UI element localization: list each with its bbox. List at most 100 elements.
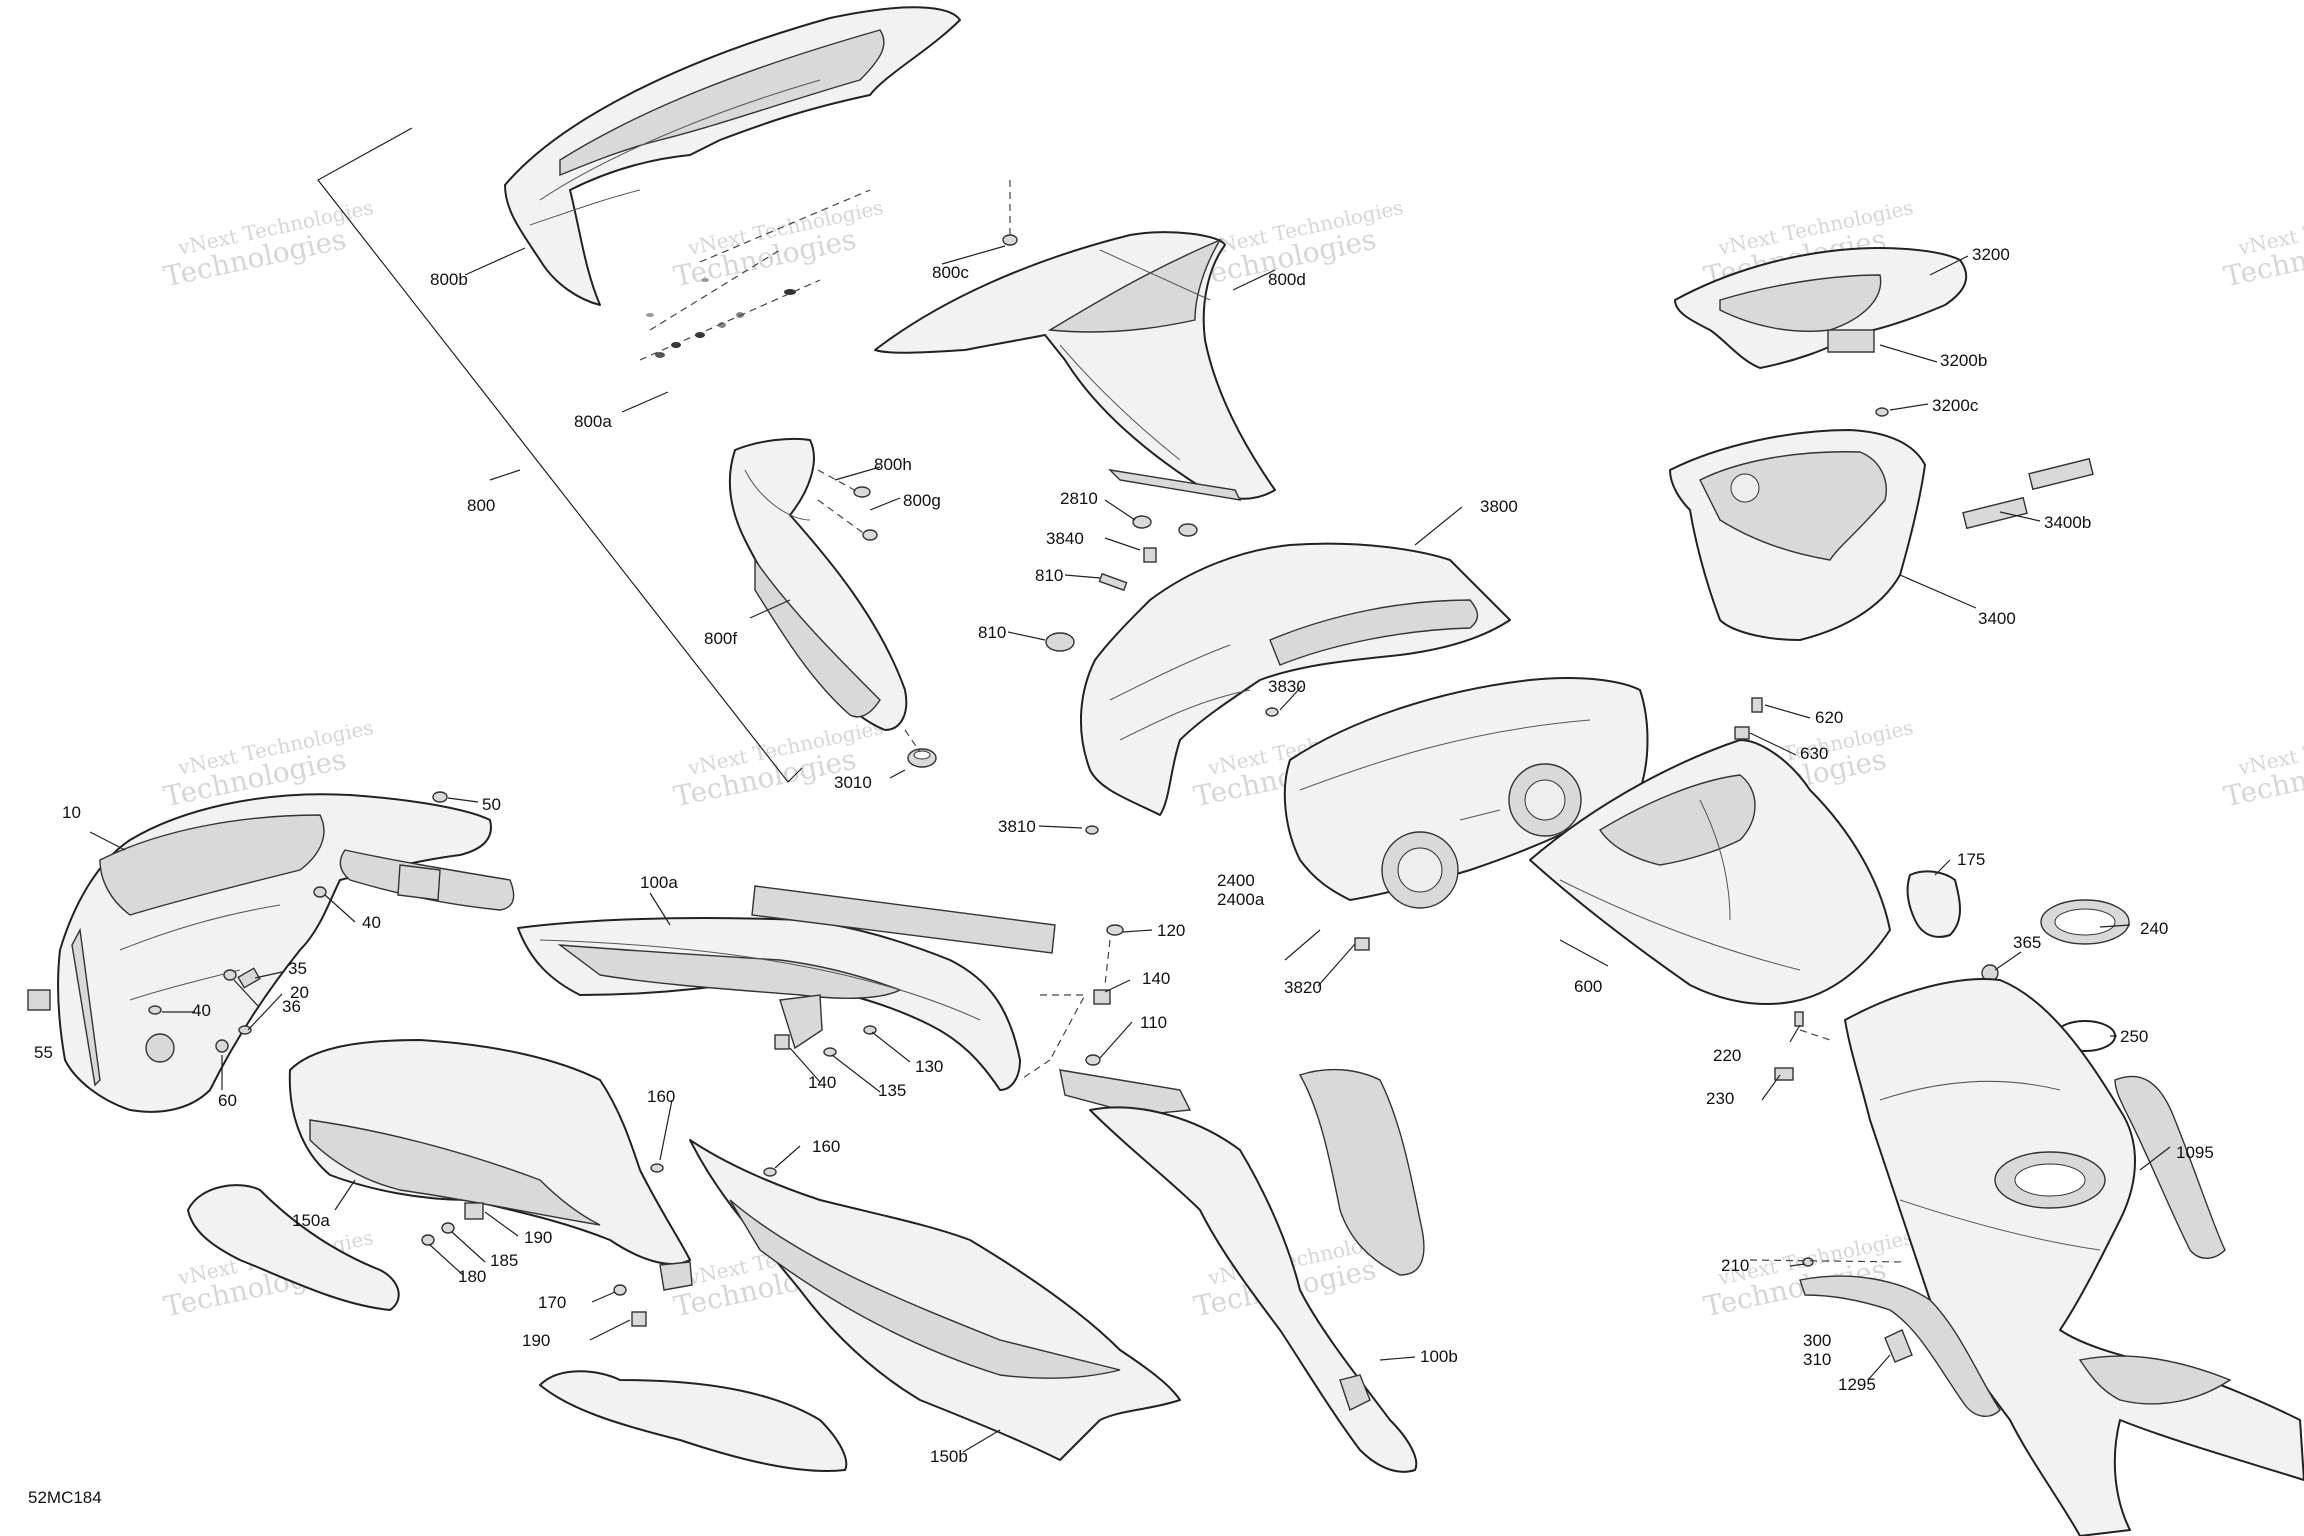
callout-label: 1095 (2176, 1143, 2214, 1162)
callout-label: 365 (2013, 933, 2041, 952)
callout-label: 160 (647, 1087, 675, 1106)
part-3800-headlight-support (1080, 542, 1511, 816)
part-1095-side-strip (2114, 1075, 2226, 1259)
callout-label: 150a (292, 1211, 330, 1230)
callout-label: 150b (930, 1447, 968, 1466)
callout-label: 160 (812, 1137, 840, 1156)
callout-label: 130 (915, 1057, 943, 1076)
part-150b-lower-side (689, 1139, 1181, 1461)
callout-label: 135 (878, 1081, 906, 1100)
callout-label: 180 (458, 1267, 486, 1286)
callout-label: 185 (490, 1251, 518, 1270)
part-150b-trim (539, 1370, 848, 1472)
part-800c-clip (1002, 180, 1018, 246)
callout-label: 250 (2120, 1027, 2148, 1046)
part-600-front-tub (1529, 739, 1891, 1006)
callout-label: 230 (1706, 1089, 1734, 1108)
callout-label: 36 (282, 997, 301, 1016)
callout-label: 190 (524, 1228, 552, 1247)
part-3400-storage-bin (1669, 429, 1926, 641)
callout-labels: 800b 800c 800d 800a 800 800h 800g 800f 3… (34, 245, 2214, 1466)
part-small-fasteners-left (27, 791, 448, 1053)
part-stripe (751, 885, 1056, 954)
part-800a-fasteners (639, 189, 871, 361)
callout-label: 170 (538, 1293, 566, 1312)
callout-label: 100a (640, 873, 678, 892)
callout-label: 800d (1268, 270, 1306, 289)
part-800f-side-trim (728, 437, 908, 731)
part-1295-strip (1749, 1257, 2001, 1417)
callout-label: 630 (1800, 744, 1828, 763)
part-800b-windshield (504, 6, 961, 306)
part-10-front-nose (56, 793, 492, 1113)
diagram-code: 52MC184 (28, 1488, 102, 1507)
callout-label: 3400 (1978, 609, 2016, 628)
callout-label: 20 (290, 983, 309, 1002)
callout-label: 800f (704, 629, 737, 648)
callout-label: 3800 (1480, 497, 1518, 516)
callout-label: 2400a (1217, 890, 1265, 909)
callout-label: 3200c (1932, 396, 1979, 415)
callout-label: 1295 (1838, 1375, 1876, 1394)
callout-label: 3810 (998, 817, 1036, 836)
callout-label: 810 (978, 623, 1006, 642)
group-800-bracket (317, 127, 803, 783)
part-800d-side-panel (874, 231, 1276, 501)
part-220-230-clips (1774, 1011, 1831, 1081)
callout-label: 3840 (1046, 529, 1084, 548)
callout-label: 100b (1420, 1347, 1458, 1366)
callout-label: 140 (1142, 969, 1170, 988)
leader-lines (89, 245, 2171, 1453)
part-100b-rear-side (1089, 1068, 1425, 1473)
part-3400b-pads (1962, 457, 2094, 530)
callout-label: 2400 (1217, 871, 1255, 890)
part-120-140-110-fasteners (774, 924, 1192, 1116)
callout-label: 810 (1035, 566, 1063, 585)
part-100a-upper-side (517, 917, 1021, 1091)
callout-label: 40 (192, 1001, 211, 1020)
callout-label: 3400b (2044, 513, 2091, 532)
callout-label: 3200b (1940, 351, 1987, 370)
callout-label: 55 (34, 1043, 53, 1062)
callout-label: 2810 (1060, 489, 1098, 508)
part-3200-storage-cover (1674, 247, 1968, 417)
callout-label: 35 (288, 959, 307, 978)
part-175-cap (1906, 870, 1961, 938)
part-240-fuel-ring (2040, 899, 2130, 945)
part-620-630-fasteners (1734, 697, 1763, 740)
callout-label: 50 (482, 795, 501, 814)
callout-label: 3200 (1972, 245, 2010, 264)
part-160-185-190-fasteners (421, 1163, 777, 1327)
callout-label: 3830 (1268, 677, 1306, 696)
callout-label: 310 (1803, 1350, 1831, 1369)
callout-label: 220 (1713, 1046, 1741, 1065)
callout-label: 175 (1957, 850, 1985, 869)
callout-label: 210 (1721, 1256, 1749, 1275)
callout-label: 800c (932, 263, 969, 282)
callout-label: 800h (874, 455, 912, 474)
callout-label: 60 (218, 1091, 237, 1110)
callout-label: 800b (430, 270, 468, 289)
callout-label: 140 (808, 1073, 836, 1092)
callout-label: 600 (1574, 977, 1602, 996)
callout-label: 10 (62, 803, 81, 822)
part-150a-trim (187, 1184, 400, 1311)
callout-label: 800g (903, 491, 941, 510)
callout-label: 40 (362, 913, 381, 932)
part-rear-body (1844, 978, 2304, 1536)
part-40-bracket (339, 849, 515, 911)
part-2400-headlight (1283, 677, 1649, 909)
leader-dash (904, 729, 921, 753)
callout-label: 3820 (1284, 978, 1322, 997)
part-800h-800g-fasteners (817, 469, 878, 541)
part-150a-lower-side (288, 1039, 691, 1265)
callout-label: 190 (522, 1331, 550, 1350)
callout-label: 800a (574, 412, 612, 431)
callout-label: 110 (1140, 1013, 1167, 1032)
